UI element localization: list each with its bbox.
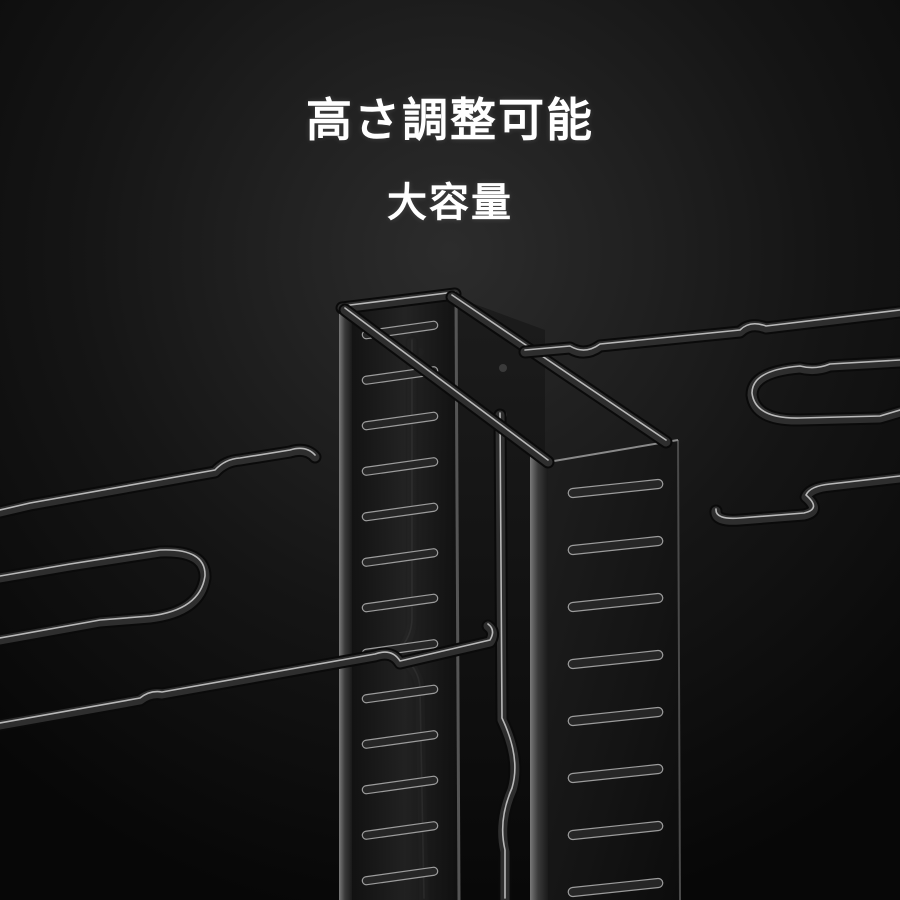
right-panel-edge — [530, 454, 548, 900]
panel-slot — [567, 820, 664, 841]
panel-slot — [567, 763, 664, 784]
panel-slot — [361, 457, 439, 476]
headline-adjustable-height: 高さ調整可能 — [306, 93, 594, 147]
left-panel-slots — [361, 320, 439, 886]
panel-slot — [361, 684, 439, 704]
right-panel-top-edge — [547, 439, 679, 463]
panel-slot — [567, 706, 664, 727]
panel-slot — [567, 478, 664, 499]
panel-slot — [361, 502, 439, 522]
rack-peg — [499, 364, 507, 372]
rack-left-panel — [339, 297, 461, 900]
rack-right-panel — [530, 439, 681, 900]
panel-slot — [567, 649, 664, 670]
headline-large-capacity: 大容量 — [387, 180, 513, 226]
right-panel-slots — [567, 478, 664, 898]
panel-slot — [361, 775, 439, 795]
panel-slot — [361, 593, 439, 613]
right-panel-face — [548, 440, 680, 900]
panel-slot — [361, 548, 439, 567]
panel-slot — [567, 877, 664, 898]
panel-slot — [361, 866, 439, 886]
panel-slot — [361, 411, 439, 431]
panel-slot — [361, 730, 439, 749]
panel-slot — [567, 535, 664, 556]
panel-slot — [567, 592, 664, 613]
left-panel-edge — [339, 305, 352, 900]
right-panel-outer-edge — [677, 439, 681, 900]
panel-slot — [361, 821, 439, 840]
